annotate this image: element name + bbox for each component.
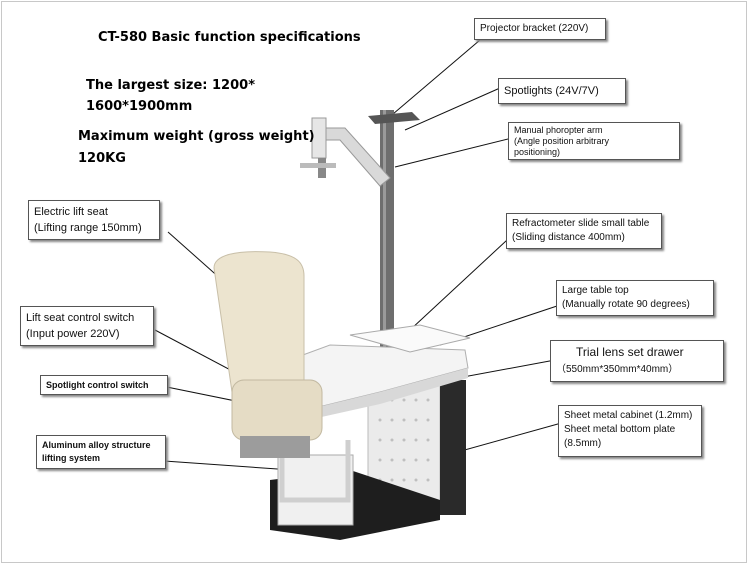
- size-line-1: The largest size: 1200*: [86, 78, 255, 93]
- callout-text: Large table top: [562, 285, 629, 296]
- callout-text: lifting system: [42, 453, 101, 463]
- callout-spotlight-switch: Spotlight control switch: [40, 375, 168, 395]
- callout-text: Trial lens set drawer: [576, 345, 684, 359]
- weight-line-2: 120KG: [78, 151, 126, 166]
- specs-title: CT-580 Basic function specifications: [98, 30, 361, 45]
- callout-text: （550mm*350mm*40mm）: [556, 364, 679, 375]
- callout-text: (Sliding distance 400mm): [512, 232, 625, 243]
- callout-text: (Manually rotate 90 degrees): [562, 299, 690, 310]
- callout-text: (8.5mm): [564, 438, 602, 449]
- callout-text: (Lifting range 150mm): [34, 222, 142, 234]
- callout-text: Spotlight control switch: [46, 380, 149, 390]
- refractometer-table: [349, 324, 471, 353]
- callout-phoropter-arm: Manual phoropter arm (Angle position arb…: [508, 122, 680, 160]
- size-line-2: 1600*1900mm: [86, 99, 193, 114]
- callout-text: Aluminum alloy structure: [42, 440, 151, 450]
- phoropter-arm: [317, 127, 391, 187]
- callout-text: Sheet metal bottom plate: [564, 424, 676, 435]
- callout-text: Lift seat control switch: [26, 312, 135, 324]
- callout-large-table-top: Large table top (Manually rotate 90 degr…: [556, 280, 714, 316]
- callout-text: positioning): [514, 147, 561, 157]
- callout-text: (Angle position arbitrary: [514, 136, 610, 146]
- callout-electric-lift-seat: Electric lift seat (Lifting range 150mm): [28, 200, 160, 240]
- callout-text: Spotlights (24V/7V): [504, 85, 599, 97]
- seat-cushion: [231, 379, 323, 441]
- callout-text: Projector bracket (220V): [480, 23, 589, 34]
- seat-back: [213, 251, 305, 393]
- callout-aluminum-lift-system: Aluminum alloy structure lifting system: [36, 435, 166, 469]
- callout-text: Refractometer slide small table: [512, 218, 650, 229]
- callout-trial-lens-drawer: Trial lens set drawer （550mm*350mm*40mm）: [550, 340, 724, 382]
- callout-text: Manual phoropter arm: [514, 125, 603, 135]
- callout-lift-seat-switch: Lift seat control switch (Input power 22…: [20, 306, 154, 346]
- callout-sheet-metal-cabinet: Sheet metal cabinet (1.2mm) Sheet metal …: [558, 405, 702, 457]
- callout-spotlights: Spotlights (24V/7V): [498, 78, 626, 104]
- weight-line-1: Maximum weight (gross weight): [78, 129, 315, 144]
- callout-text: (Input power 220V): [26, 328, 120, 340]
- callout-text: Electric lift seat: [34, 206, 108, 218]
- callout-refractometer-table: Refractometer slide small table (Sliding…: [506, 213, 662, 249]
- lift-column: [277, 454, 354, 526]
- projector-bracket: [368, 112, 420, 124]
- callout-text: Sheet metal cabinet (1.2mm): [564, 410, 693, 421]
- callout-projector-bracket: Projector bracket (220V): [474, 18, 606, 40]
